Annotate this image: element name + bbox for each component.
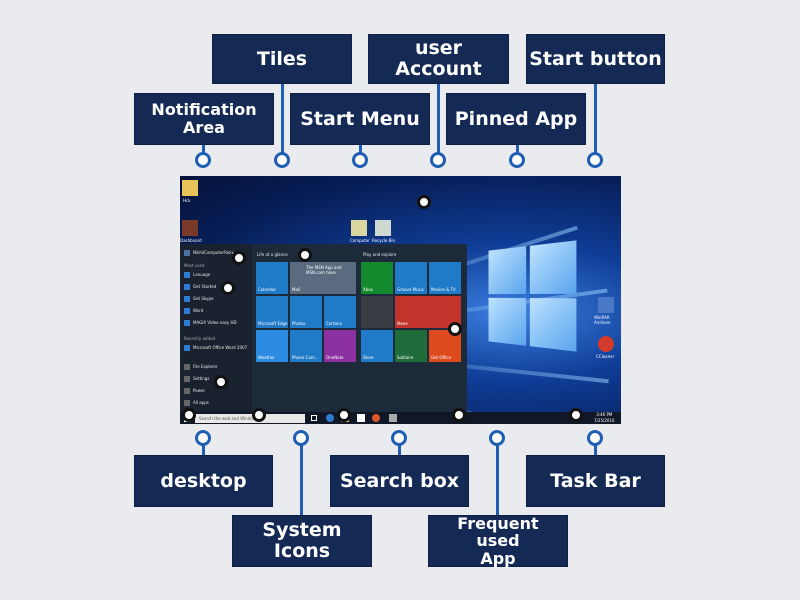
label-start-button: Start button xyxy=(526,34,665,84)
start-menu-left-column: NikhilComputerRelix Most used Lanuage Ge… xyxy=(180,244,252,412)
label-search-box: Search box xyxy=(330,455,469,507)
hotspot-user-account xyxy=(232,251,246,265)
label-desktop: desktop xyxy=(134,455,273,507)
dot-task-bar xyxy=(587,430,603,446)
tile-cortana[interactable]: Cortana xyxy=(324,296,356,328)
stem-system-icons xyxy=(300,445,303,515)
label-frequent-used-app: Frequent used App xyxy=(428,514,568,567)
stem-frequent-used-app xyxy=(496,445,499,515)
label-system-icons: System Icons xyxy=(232,515,372,567)
ccleaner-icon[interactable] xyxy=(598,336,614,352)
desktop-icon-label: WinRAR Archiver xyxy=(594,315,611,325)
hotspot-most-used xyxy=(221,281,235,295)
tile-phone-companion[interactable]: Phone Com... xyxy=(290,330,322,362)
clock-date: 7/25/2016 xyxy=(594,418,615,423)
app-icon[interactable] xyxy=(182,220,198,236)
label-notification-area: Notification Area xyxy=(134,93,274,145)
store-taskbar-icon[interactable] xyxy=(357,414,365,422)
file-explorer-item[interactable]: File Explorer xyxy=(184,364,218,370)
stem-start-button xyxy=(594,84,597,160)
recently-added-item[interactable]: Microsoft Office Word 2007 xyxy=(184,345,247,351)
label-start-menu: Start Menu xyxy=(290,93,430,145)
dot-start-button xyxy=(587,152,603,168)
tile-store[interactable]: Store xyxy=(361,330,393,362)
desktop-icon-label: Dashboard xyxy=(180,238,202,243)
dot-system-icons xyxy=(293,430,309,446)
recently-added-heading: Recently added xyxy=(184,336,216,341)
desktop-icon-label: Hck xyxy=(183,198,191,203)
hotspot-notification-area xyxy=(569,408,583,422)
most-used-item[interactable]: Get Started xyxy=(184,284,216,290)
desktop-icon-label: Computer xyxy=(350,238,370,243)
winrar-icon[interactable] xyxy=(598,297,614,313)
dot-tiles xyxy=(274,152,290,168)
desktop-icon-label: Recycle Bin xyxy=(372,238,396,243)
label-tiles: Tiles xyxy=(212,34,352,84)
user-account[interactable]: NikhilComputerRelix xyxy=(184,250,234,256)
tile-calendar[interactable]: Calendar xyxy=(256,262,288,294)
tile-movies-tv[interactable]: Movies & TV xyxy=(429,262,461,294)
dot-notification-area xyxy=(195,152,211,168)
most-used-heading: Most used xyxy=(184,263,205,268)
stem-task-bar xyxy=(594,445,597,455)
most-used-item[interactable]: Lanuage xyxy=(184,272,210,278)
stem-user-account xyxy=(437,84,440,160)
dot-search-box xyxy=(391,430,407,446)
tile-xbox[interactable]: Xbox xyxy=(361,262,393,294)
hotspot-system-icons xyxy=(214,375,228,389)
app-taskbar-icon[interactable] xyxy=(372,414,380,422)
life-at-a-glance-heading: Life at a glance xyxy=(257,252,288,257)
hotspot-life-at-a-glance xyxy=(298,248,312,262)
computer-icon[interactable] xyxy=(351,220,367,236)
mail-tile-text: The MSN App and MSN.com have xyxy=(306,265,342,275)
hotspot-search-box xyxy=(252,408,266,422)
stem-tiles xyxy=(281,84,284,160)
search-box[interactable]: Search the web and Windows xyxy=(195,414,305,423)
recycle-bin-icon[interactable] xyxy=(375,220,391,236)
hotspot-frequent-app xyxy=(452,408,466,422)
dot-start-menu xyxy=(352,152,368,168)
tile-onenote[interactable]: OneNote xyxy=(324,330,356,362)
dot-frequent-used-app xyxy=(489,430,505,446)
power-item[interactable]: Power xyxy=(184,388,205,394)
tile-edge[interactable]: Microsoft Edge xyxy=(256,296,288,328)
edge-taskbar-icon[interactable] xyxy=(326,414,334,422)
stem-desktop xyxy=(202,445,205,455)
dot-pinned-app xyxy=(509,152,525,168)
hotspot-pinned-app xyxy=(337,408,351,422)
clock-time: 3:46 PM xyxy=(596,412,613,417)
taskbar: Search the web and Windows 3:46 PM 7/25/… xyxy=(180,412,621,424)
windows-desktop-screenshot: Hck Dashboard Computer Recycle Bin WinRA… xyxy=(180,176,621,424)
start-menu: NikhilComputerRelix Most used Lanuage Ge… xyxy=(180,244,467,412)
task-view-icon[interactable] xyxy=(311,415,317,421)
hotspot-desktop-top xyxy=(417,195,431,209)
pinned-app-taskbar-icon[interactable] xyxy=(389,414,397,422)
windows-logo xyxy=(488,240,577,352)
stem-search-box xyxy=(398,445,401,455)
tile-photo-news[interactable] xyxy=(361,296,393,328)
tile-groove-music[interactable]: Groove Music xyxy=(395,262,427,294)
dot-desktop xyxy=(195,430,211,446)
most-used-item[interactable]: Word xyxy=(184,308,203,314)
hotspot-tiles xyxy=(448,322,462,336)
folder-icon[interactable] xyxy=(182,180,198,196)
clock[interactable]: 3:46 PM 7/25/2016 xyxy=(594,412,615,424)
tile-solitaire[interactable]: Solitaire xyxy=(395,330,427,362)
desktop-icon-label: CCleaner xyxy=(596,354,615,359)
tile-weather[interactable]: Weather xyxy=(256,330,288,362)
play-and-explore-heading: Play and explore xyxy=(363,252,397,257)
all-apps-item[interactable]: All apps xyxy=(184,400,209,406)
label-task-bar: Task Bar xyxy=(526,455,665,507)
label-pinned-app: Pinned App xyxy=(446,93,586,145)
dot-user-account xyxy=(430,152,446,168)
most-used-item[interactable]: MAGIX Video easy HD xyxy=(184,320,237,326)
settings-item[interactable]: Settings xyxy=(184,376,209,382)
most-used-item[interactable]: Get Skype xyxy=(184,296,213,302)
tile-photos[interactable]: Photos xyxy=(290,296,322,328)
label-user-account: user Account xyxy=(368,34,509,84)
hotspot-start-button xyxy=(182,408,196,422)
